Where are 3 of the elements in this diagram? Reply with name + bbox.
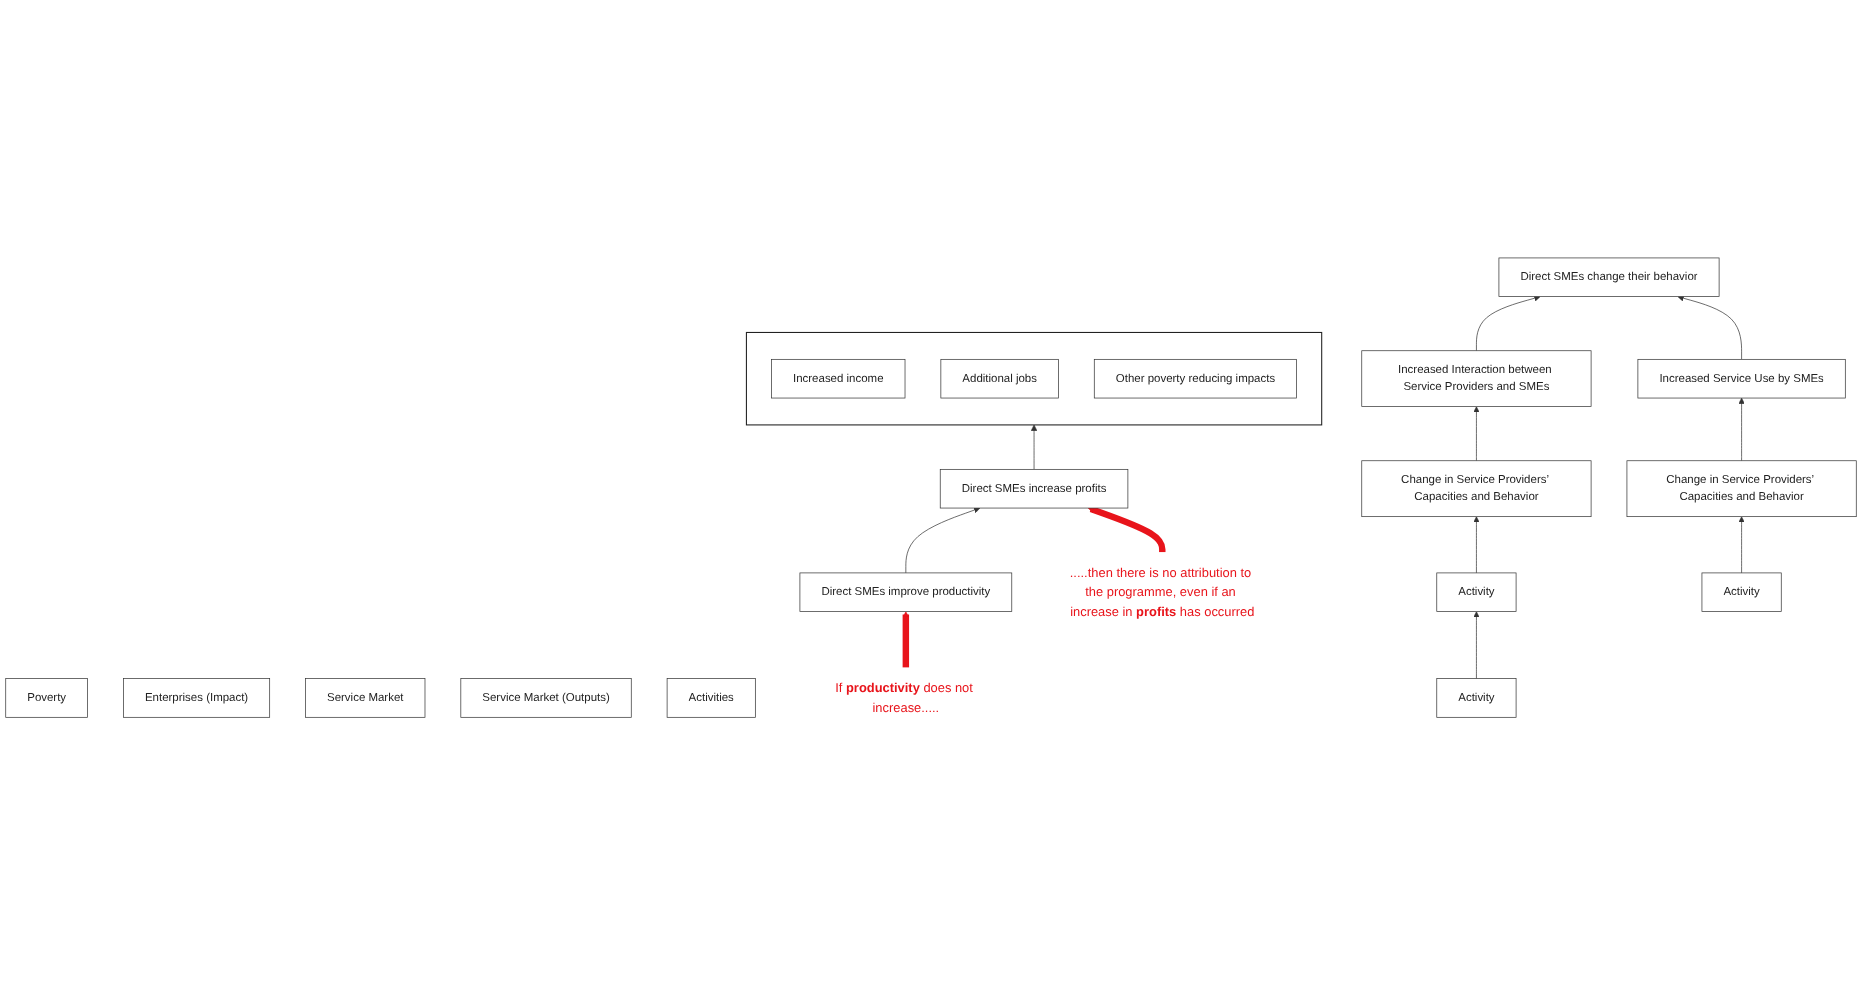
arrow	[902, 611, 910, 669]
arrow	[1087, 506, 1166, 553]
cluster	[745, 331, 1323, 426]
